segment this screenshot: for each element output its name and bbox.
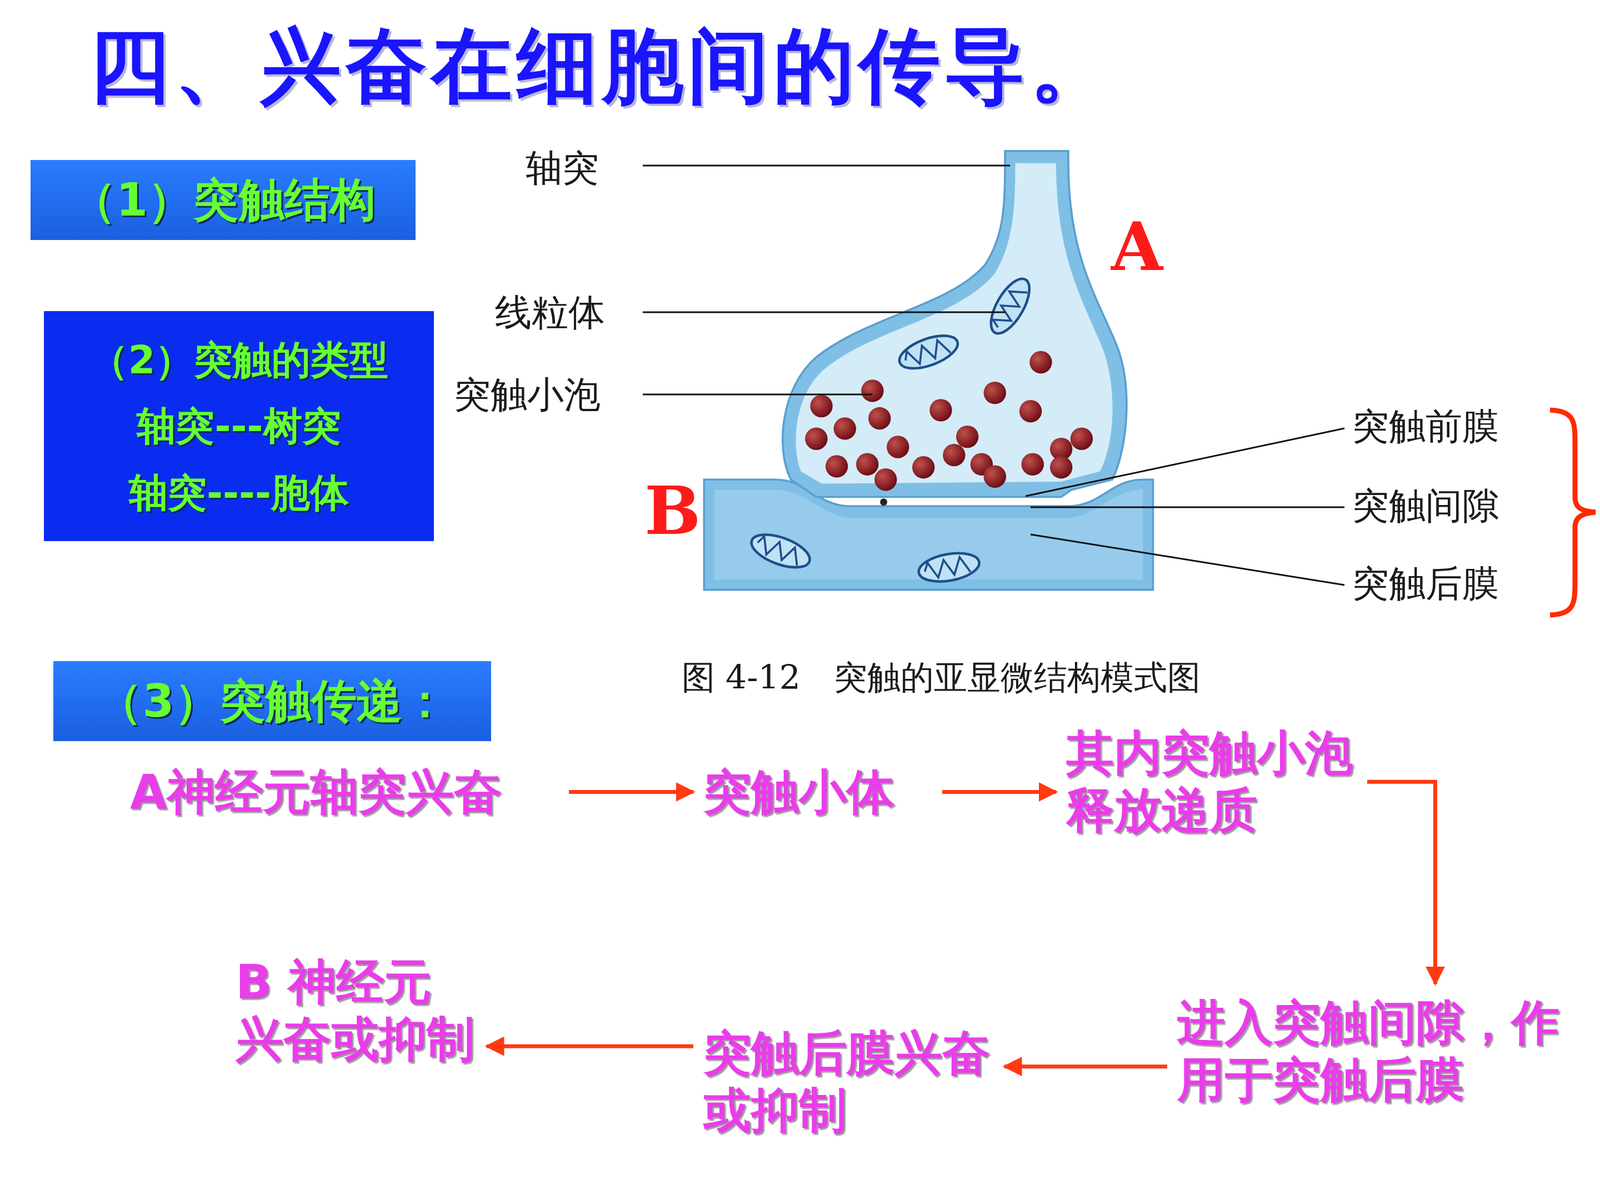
synaptic-vesicle: [956, 425, 979, 448]
synaptic-vesicle: [810, 395, 833, 418]
step-text: 突触后膜兴奋或抑制: [703, 1024, 995, 1139]
flow-arrow: [568, 790, 694, 794]
synaptic-vesicle: [861, 379, 884, 402]
synaptic-vesicle: [1029, 351, 1052, 374]
title: 四、兴奋在细胞间的传导。: [88, 12, 1116, 122]
step-text: 进入突触间隙，作用于突触后膜: [1177, 993, 1580, 1109]
neuron-letter: A: [1111, 208, 1163, 285]
synaptic-vesicle: [805, 427, 828, 450]
step-text: 其内突触小泡释放递质: [1066, 724, 1358, 839]
mitochondrion: [747, 528, 814, 575]
synaptic-vesicle: [929, 398, 952, 422]
synaptic-vesicle: [1019, 400, 1042, 423]
flow-step: 突触后膜兴奋或抑制: [701, 1022, 997, 1142]
mitochondrion: [895, 328, 962, 375]
synaptic-vesicle: [1050, 456, 1073, 479]
flow-arrow: [486, 1044, 694, 1049]
heading-box: （3）突触传递：: [53, 661, 492, 742]
flow-step: B 神经元兴奋或抑制: [233, 951, 479, 1070]
box-text: 轴突---树突: [136, 402, 341, 450]
part-label: 突触间隙: [1352, 485, 1499, 528]
flow-step: 突触小体: [701, 761, 935, 823]
caption: 图 4-12 突触的亚显微结构模式图: [681, 655, 1201, 701]
neuron-letter: B: [644, 472, 701, 549]
box-text: （1）突触结构: [70, 172, 376, 228]
flow-arrow: [942, 790, 1057, 794]
leader-line: [1030, 534, 1345, 585]
flow-step: A神经元轴突兴奋: [127, 761, 562, 823]
box-text: 轴突----胞体: [128, 469, 349, 517]
synaptic-vesicle: [886, 435, 909, 458]
synaptic-vesicle: [912, 456, 935, 479]
step-text: 突触小体: [703, 763, 895, 821]
leader-line: [642, 311, 1005, 314]
synaptic-vesicle: [942, 443, 965, 467]
synaptic-vesicle: [983, 465, 1007, 488]
bracket: [1550, 410, 1596, 615]
leader-line: [642, 165, 1010, 167]
synaptic-vesicle: [1070, 427, 1093, 450]
box-text: （2）突触的类型: [89, 336, 389, 384]
synaptic-vesicle: [833, 417, 857, 440]
synaptic-vesicle: [825, 455, 848, 478]
leader-line: [642, 393, 873, 396]
leader-line: [1030, 506, 1345, 509]
synaptic-vesicle: [856, 452, 879, 475]
part-label: 突触前膜: [1352, 405, 1499, 448]
transmitter-dot: [880, 498, 888, 506]
heading-box: （1）突触结构: [30, 160, 416, 240]
step-text: B 神经元兴奋或抑制: [235, 953, 477, 1068]
part-label: 线粒体: [495, 291, 605, 334]
leader-line: [1025, 428, 1345, 497]
synaptic-vesicle: [868, 407, 891, 430]
part-label: 突触小泡: [453, 373, 601, 417]
axon-terminal: [782, 151, 1127, 498]
part-label: 轴突: [525, 147, 599, 190]
step-text: A神经元轴突兴奋: [130, 763, 502, 821]
flow-arrow: [1367, 781, 1435, 984]
synaptic-vesicle: [874, 468, 897, 491]
flow-arrow: [1004, 1064, 1168, 1069]
flow-step: 进入突触间隙，作用于突触后膜: [1175, 991, 1582, 1111]
box-text: （3）突触传递：: [96, 673, 448, 729]
mitochondrion: [916, 548, 982, 586]
flow-step: 其内突触小泡释放递质: [1063, 722, 1360, 842]
part-label: 突触后膜: [1352, 562, 1499, 605]
mitochondrion: [983, 272, 1037, 339]
synaptic-vesicle: [1021, 452, 1044, 475]
synaptic-vesicle: [983, 381, 1007, 404]
heading-box: （2）突触的类型轴突---树突轴突----胞体: [43, 311, 434, 542]
axon-terminal-inner: [795, 163, 1113, 484]
